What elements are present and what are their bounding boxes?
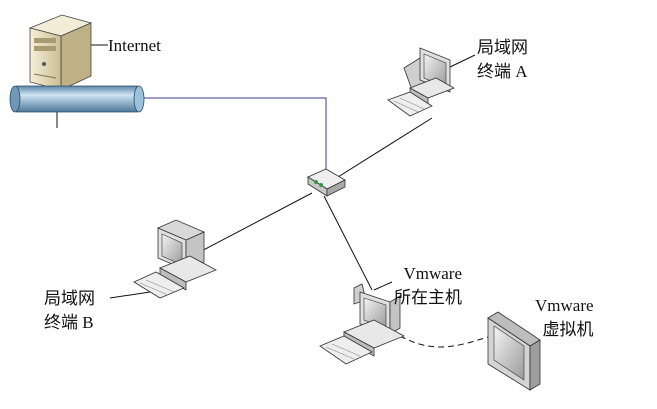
vmware-host-label-line1: Vmware	[403, 264, 462, 283]
terminal-b-label-line1: 局域网	[44, 289, 95, 308]
terminal-a-label-line2: 终端 A	[477, 62, 528, 81]
terminal-a-label-line1: 局域网	[477, 38, 528, 57]
computer-icon-terminal-b	[133, 219, 217, 299]
terminal-b-label-line	[109, 291, 151, 299]
server-icon	[28, 14, 93, 91]
computer-icon-terminal-a	[387, 47, 455, 117]
vmware-host-label-line2: 所在主机	[394, 288, 462, 307]
link-terminal-a	[329, 117, 433, 183]
vm-dashed-link	[399, 332, 503, 348]
terminal-a-label: 局域网 终端 A	[477, 36, 528, 84]
vmware-vm-label: Vmware 虚拟机	[535, 294, 594, 342]
host-label-line	[373, 281, 393, 291]
terminal-b-label-line2: 终端 B	[44, 313, 94, 332]
vmware-host-label: Vmware 所在主机	[394, 262, 462, 310]
internet-pipe	[9, 85, 145, 113]
monitor-icon-vmware-vm	[487, 311, 541, 391]
internet-label: Internet	[108, 36, 161, 55]
terminal-a-label-line	[447, 54, 476, 69]
link-terminal-b	[191, 192, 313, 257]
computer-icon-vmware-host	[319, 283, 405, 365]
vmware-vm-label-line1: Vmware	[535, 296, 594, 315]
internet-link	[142, 97, 327, 178]
link-host	[323, 195, 373, 291]
router-icon	[307, 168, 346, 197]
terminal-b-label: 局域网 终端 B	[44, 287, 95, 335]
vmware-vm-label-line2: 虚拟机	[542, 320, 594, 339]
